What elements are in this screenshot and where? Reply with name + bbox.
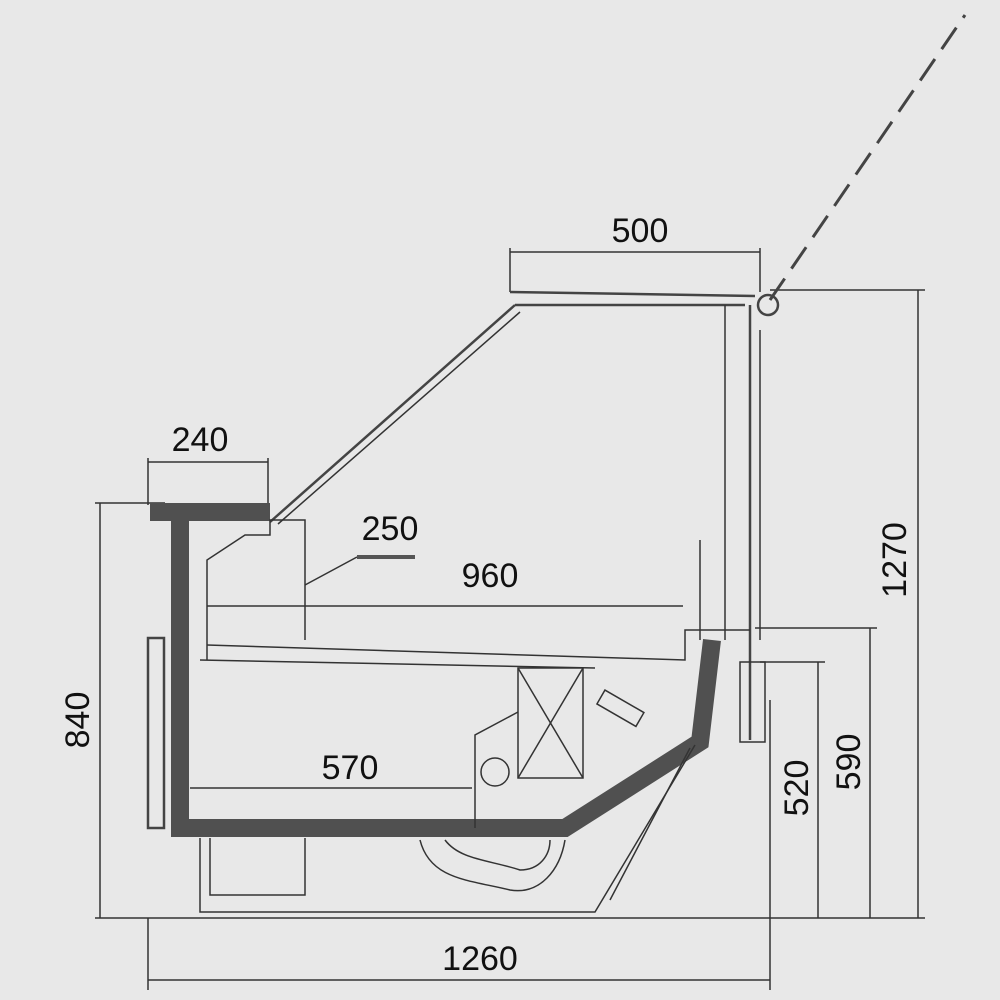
deck-under [199,659,596,669]
canopy-top [509,290,756,298]
label-840: 840 [59,692,97,749]
front-glass [269,304,516,523]
fan-housing [474,711,519,828]
label-570: 570 [322,749,379,787]
drain-pipe-inner [444,839,551,871]
fan [480,757,510,787]
display-deck [206,629,750,661]
light-unit [595,689,645,728]
counter-body [171,520,721,837]
inner-shelf [206,519,306,660]
base-strut [609,747,691,901]
hinge [756,293,780,317]
open-lid-path [768,14,967,301]
front-panel [146,636,166,830]
label-590: 590 [830,734,868,791]
drain-pipe [419,839,566,892]
label-240: 240 [172,421,229,459]
counter-structure [146,14,967,913]
evaporator [517,667,584,779]
label-960: 960 [462,557,519,595]
label-1260: 1260 [442,940,518,978]
leader-250 [304,556,358,586]
top-shelf [150,503,270,521]
rear-fitting [739,661,766,743]
dimension-lines [95,248,925,990]
label-250: 250 [362,510,419,548]
label-1270: 1270 [876,522,914,598]
evaporator-cross [517,667,584,779]
label-500: 500 [612,212,669,250]
base-unit [209,838,306,896]
front-glass-inner [277,311,521,525]
label-520: 520 [778,760,816,817]
base-frame [199,744,696,913]
